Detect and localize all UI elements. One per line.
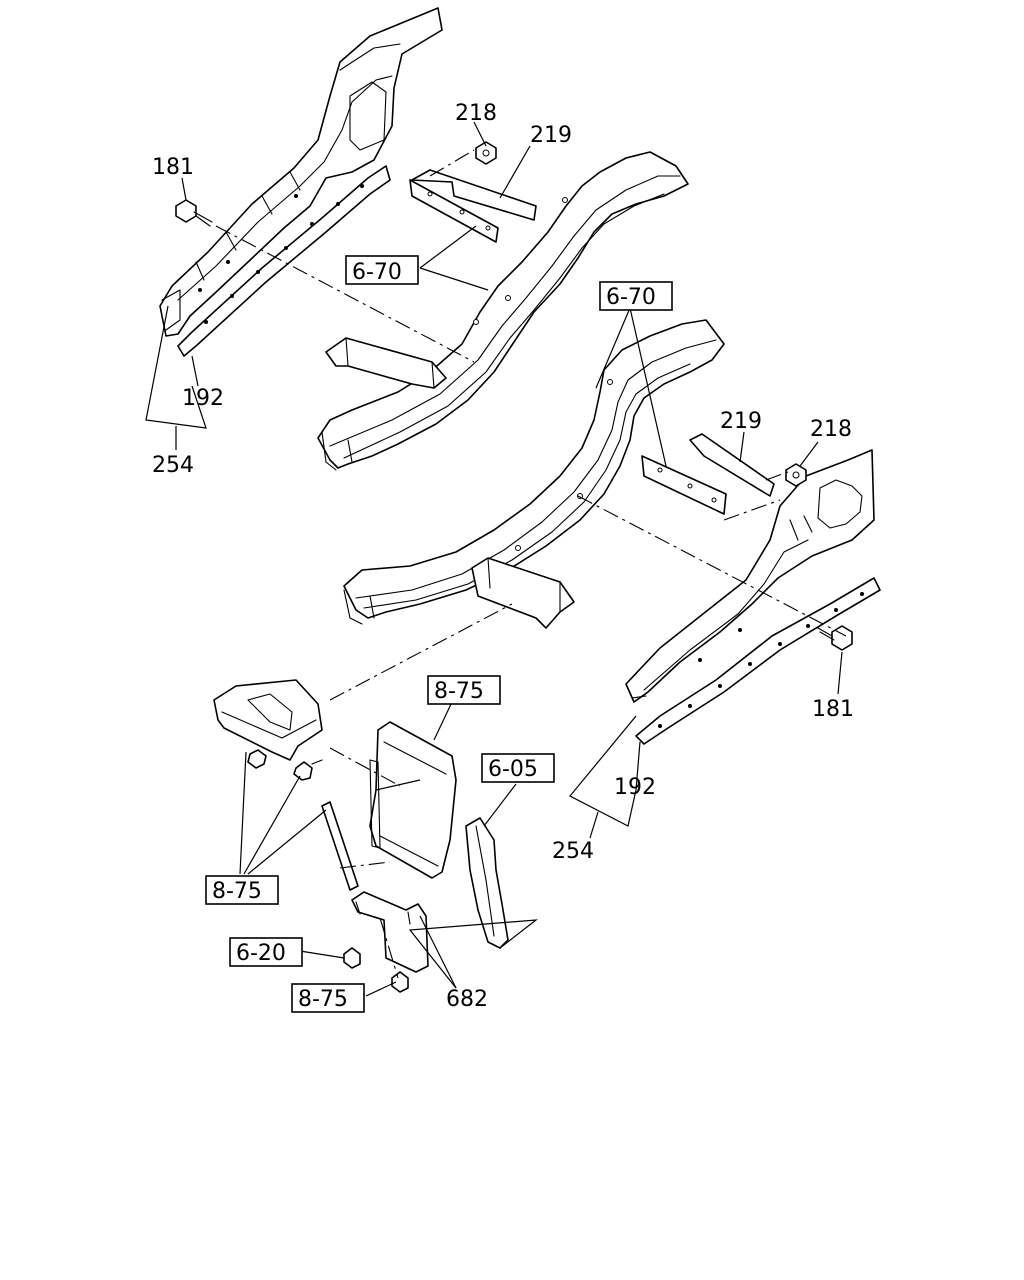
ref-label-6-20: 6-20 (236, 941, 286, 966)
ref-label-6-05: 6-05 (488, 757, 538, 782)
label-181-left: 181 (152, 155, 194, 180)
ref-label-8-75-left: 8-75 (212, 879, 262, 904)
chassis-frame (317, 151, 725, 629)
label-682: 682 (446, 987, 488, 1012)
bracket-219-right (641, 433, 775, 515)
label-218-top: 218 (455, 101, 497, 126)
label-254-left: 254 (152, 453, 194, 478)
left-side-member (159, 7, 443, 357)
label-219-top: 219 (530, 123, 572, 148)
ref-8-75-upper: 8-75 (427, 675, 501, 705)
ref-6-70-right: 6-70 (599, 281, 673, 311)
bracket-219-top (409, 169, 537, 243)
label-254-right: 254 (552, 839, 594, 864)
alignment-lines (215, 149, 847, 979)
label-181-right: 181 (812, 697, 854, 722)
ref-6-70-top: 6-70 (345, 255, 419, 285)
label-192-right: 192 (614, 775, 656, 800)
bolt-181-right (817, 625, 853, 651)
ref-6-20: 6-20 (229, 937, 303, 967)
ref-6-05: 6-05 (481, 753, 555, 783)
label-219-right: 219 (720, 409, 762, 434)
ref-label-8-75-bottom: 8-75 (298, 987, 348, 1012)
ref-label-6-70-right: 6-70 (606, 285, 656, 310)
part-number-labels: 181 218 219 192 254 219 218 181 192 254 … (152, 101, 854, 1012)
label-192-left: 192 (182, 386, 224, 411)
nut-218-top (475, 141, 497, 165)
right-side-member (625, 449, 881, 745)
ref-label-6-70-top: 6-70 (352, 260, 402, 285)
nut-218-right (785, 463, 807, 487)
ref-label-8-75-upper: 8-75 (434, 679, 484, 704)
leader-lines (145, 121, 843, 997)
lower-bracket-assembly (213, 679, 509, 993)
bolt-181-left (175, 199, 213, 227)
label-218-right: 218 (810, 417, 852, 442)
ref-8-75-left: 8-75 (205, 875, 279, 905)
ref-8-75-bottom: 8-75 (291, 983, 365, 1013)
